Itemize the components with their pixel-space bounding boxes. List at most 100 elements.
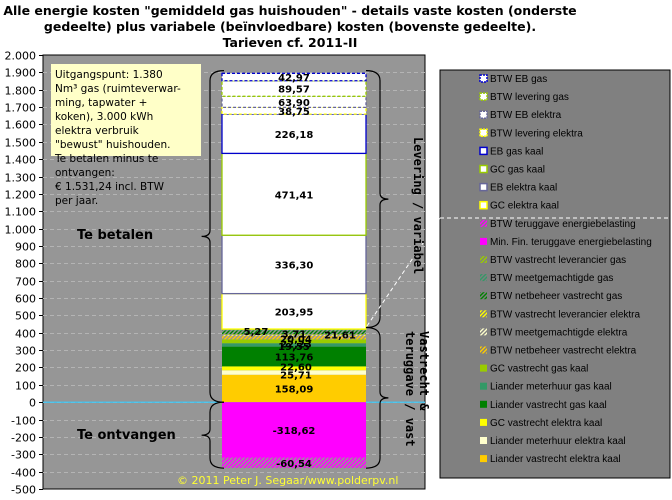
y-tick-label: 0 — [29, 397, 36, 410]
legend-swatch — [479, 164, 488, 174]
brace-te-ontvangen — [201, 401, 225, 469]
segment-label: 5,27 — [244, 327, 269, 338]
legend-item: BTW teruggave energiebelasting — [480, 219, 636, 230]
legend-label: Liander meterhuur elektra kaal — [490, 436, 626, 447]
levering-variabel-label: Levering / variabel — [411, 137, 425, 275]
legend-item: Min. Fin. teruggave energiebelasting — [480, 237, 652, 248]
y-tick-label: 1.300 — [5, 172, 37, 185]
legend-label: BTW levering elektra — [490, 128, 583, 139]
bar-segment — [222, 402, 366, 458]
legend-label: BTW EB elektra — [490, 110, 562, 121]
legend-swatch — [479, 128, 488, 138]
legend-swatch — [480, 418, 487, 426]
legend-swatch — [479, 200, 488, 210]
legend-swatch — [480, 364, 487, 372]
title-line-2: gedeelte) plus variabele (beïnvloedbare)… — [43, 19, 537, 34]
segment-label: 22,60 — [280, 362, 312, 373]
copyright: © 2011 Peter J. Segaar/www.polderpv.nl — [177, 474, 399, 487]
legend-label: BTW vastrecht leverancier gas — [490, 255, 626, 266]
segment-label: 63,90 — [278, 98, 310, 109]
y-tick-label: 1.200 — [5, 189, 37, 202]
bar-segment — [222, 335, 366, 336]
segment-label: 113,76 — [275, 352, 314, 363]
legend-label: Liander vastrecht gas kaal — [490, 400, 607, 411]
segment-label: 22,23 — [280, 339, 312, 350]
info-line: elektra verbruik — [55, 125, 139, 137]
legend-swatch — [480, 274, 487, 282]
legend-swatch — [480, 382, 487, 390]
legend-label: BTW EB gas — [490, 74, 547, 85]
legend-label: EB elektra kaal — [490, 183, 557, 194]
y-tick-label: 400 — [15, 328, 36, 341]
legend-item: BTW meetgemachtigde elektra — [480, 327, 628, 338]
legend-item: BTW netbeheer vastrecht elektra — [480, 346, 637, 357]
legend-label: BTW teruggave energiebelasting — [490, 219, 636, 230]
legend-item: Liander meterhuur elektra kaal — [480, 436, 626, 447]
y-tick-label: 1.000 — [5, 224, 37, 237]
legend-label: BTW meetgemachtigde elektra — [490, 327, 628, 338]
bar-segment — [222, 339, 366, 344]
info-line: Nm³ gas (ruimteverwar- — [55, 83, 181, 95]
legend-item: EB elektra kaal — [479, 182, 557, 194]
legend-swatch — [480, 310, 487, 318]
legend-item: BTW meetgemachtigde gas — [480, 273, 613, 284]
bar-segment — [221, 292, 367, 330]
legend-label: GC vastrecht gas kaal — [490, 364, 588, 375]
y-tick-label: 1.700 — [5, 102, 37, 115]
brace-vastrecht — [365, 326, 389, 469]
info-line: per jaar. — [55, 195, 99, 207]
legend-swatch — [480, 219, 487, 227]
y-tick-label: 2.000 — [5, 50, 37, 63]
legend-swatch — [480, 292, 487, 300]
info-box: Uitgangspunt: 1.380 Nm³ gas (ruimteverwa… — [51, 64, 201, 207]
legend-label: GC vastrecht elektra kaal — [490, 418, 602, 429]
info-line: koken), 3.000 kWh — [55, 111, 154, 123]
bar-segment — [222, 346, 366, 367]
legend-item: GC gas kaal — [479, 164, 545, 176]
segment-label: 203,95 — [275, 307, 314, 318]
legend-item: GC elektra kaal — [479, 200, 559, 212]
legend-swatch — [480, 455, 487, 463]
bar-segment — [221, 152, 367, 236]
info-line: "bewust" huishouden. — [55, 139, 171, 151]
bar-segment — [222, 330, 366, 335]
vastrecht-label-line-2: teruggave / vast — [403, 331, 417, 447]
y-tick-label: -200 — [11, 432, 36, 445]
y-tick-label: 1.400 — [5, 154, 37, 167]
legend-label: Min. Fin. teruggave energiebelasting — [490, 237, 652, 248]
brace-te-betalen — [201, 70, 225, 403]
legend-swatch — [479, 110, 488, 119]
y-tick-label: -400 — [11, 467, 36, 480]
segment-label: 89,57 — [278, 85, 310, 96]
legend-item: GC vastrecht gas kaal — [480, 364, 588, 375]
legend-label: BTW netbeheer vastrecht elektra — [490, 346, 637, 357]
y-tick-label: -100 — [11, 415, 36, 428]
bar-segment — [222, 334, 366, 336]
legend-swatch — [480, 256, 487, 263]
legend-label: Liander meterhuur gas kaal — [490, 382, 612, 393]
legend-swatch — [480, 400, 487, 408]
segment-label: 38,75 — [278, 107, 310, 118]
segment-label: -60,54 — [276, 459, 312, 470]
y-tick-label: 200 — [15, 362, 36, 375]
brace-levering-variabel — [365, 70, 389, 329]
legend-item: BTW netbeheer vastrecht gas — [480, 291, 622, 302]
segment-label: 471,41 — [275, 190, 314, 201]
y-tick-label: 600 — [15, 293, 36, 306]
segment-label: 21,61 — [324, 330, 356, 341]
legend-swatch — [479, 182, 488, 192]
y-tick-label: 700 — [15, 276, 36, 289]
y-tick-label: 1.100 — [5, 206, 37, 219]
segment-label: -318,62 — [273, 426, 316, 437]
te-betalen-label: Te betalen — [77, 228, 154, 243]
title-line-3: Tarieven cf. 2011-II — [222, 35, 358, 50]
legend-item: BTW EB elektra — [479, 110, 562, 121]
bar-segment — [222, 366, 366, 371]
info-line: € 1.531,24 incl. BTW — [55, 181, 165, 193]
y-tick-label: -300 — [11, 449, 36, 462]
y-tick-label: 100 — [15, 380, 36, 393]
y-tick-label: 1.900 — [5, 67, 37, 80]
y-tick-label: 500 — [15, 310, 36, 323]
legend-item: BTW levering gas — [479, 92, 569, 103]
